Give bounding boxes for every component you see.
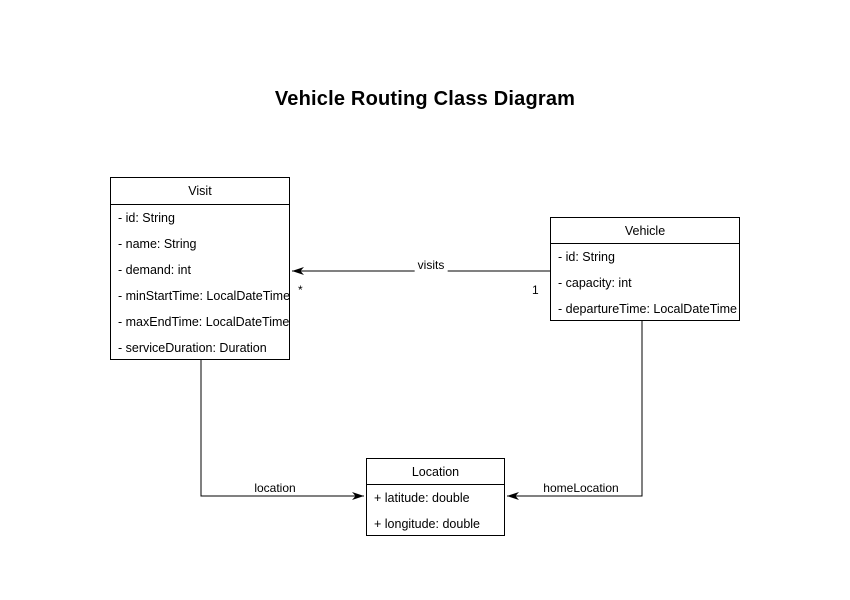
attribute-row: - serviceDuration: Duration	[118, 341, 267, 355]
class-box-visit: Visit - id: String - name: String - dema…	[110, 177, 290, 360]
attribute-row: - capacity: int	[558, 276, 632, 290]
class-attributes-visit: - id: String - name: String - demand: in…	[111, 205, 291, 361]
class-name-location: Location	[367, 459, 504, 485]
diagram-title: Vehicle Routing Class Diagram	[274, 88, 576, 110]
class-attributes-vehicle: - id: String - capacity: int - departure…	[551, 244, 739, 322]
attribute-row: + longitude: double	[374, 517, 480, 531]
multiplicity-visit-star: *	[298, 283, 303, 297]
attribute-row: - id: String	[558, 250, 615, 264]
edge-label-visits: visits	[414, 258, 448, 272]
homelocation-association-line	[507, 321, 643, 500]
class-name-visit: Visit	[111, 178, 289, 205]
multiplicity-vehicle-one: 1	[532, 283, 539, 297]
attribute-row: - name: String	[118, 237, 197, 251]
class-attributes-location: + latitude: double + longitude: double	[367, 485, 504, 537]
attribute-row: - departureTime: LocalDateTime	[558, 302, 738, 316]
edge-label-homelocation: homeLocation	[540, 481, 622, 495]
class-box-vehicle: Vehicle - id: String - capacity: int - d…	[550, 217, 740, 321]
attribute-row: - minStartTime: LocalDateTime	[118, 289, 291, 303]
class-name-vehicle: Vehicle	[551, 218, 739, 244]
edge-label-location: location	[251, 481, 299, 495]
attribute-row: - demand: int	[118, 263, 191, 277]
location-association-line	[200, 360, 364, 500]
attribute-row: + latitude: double	[374, 491, 470, 505]
attribute-row: - id: String	[118, 211, 175, 225]
class-box-location: Location + latitude: double + longitude:…	[366, 458, 505, 536]
attribute-row: - maxEndTime: LocalDateTime	[118, 315, 290, 329]
